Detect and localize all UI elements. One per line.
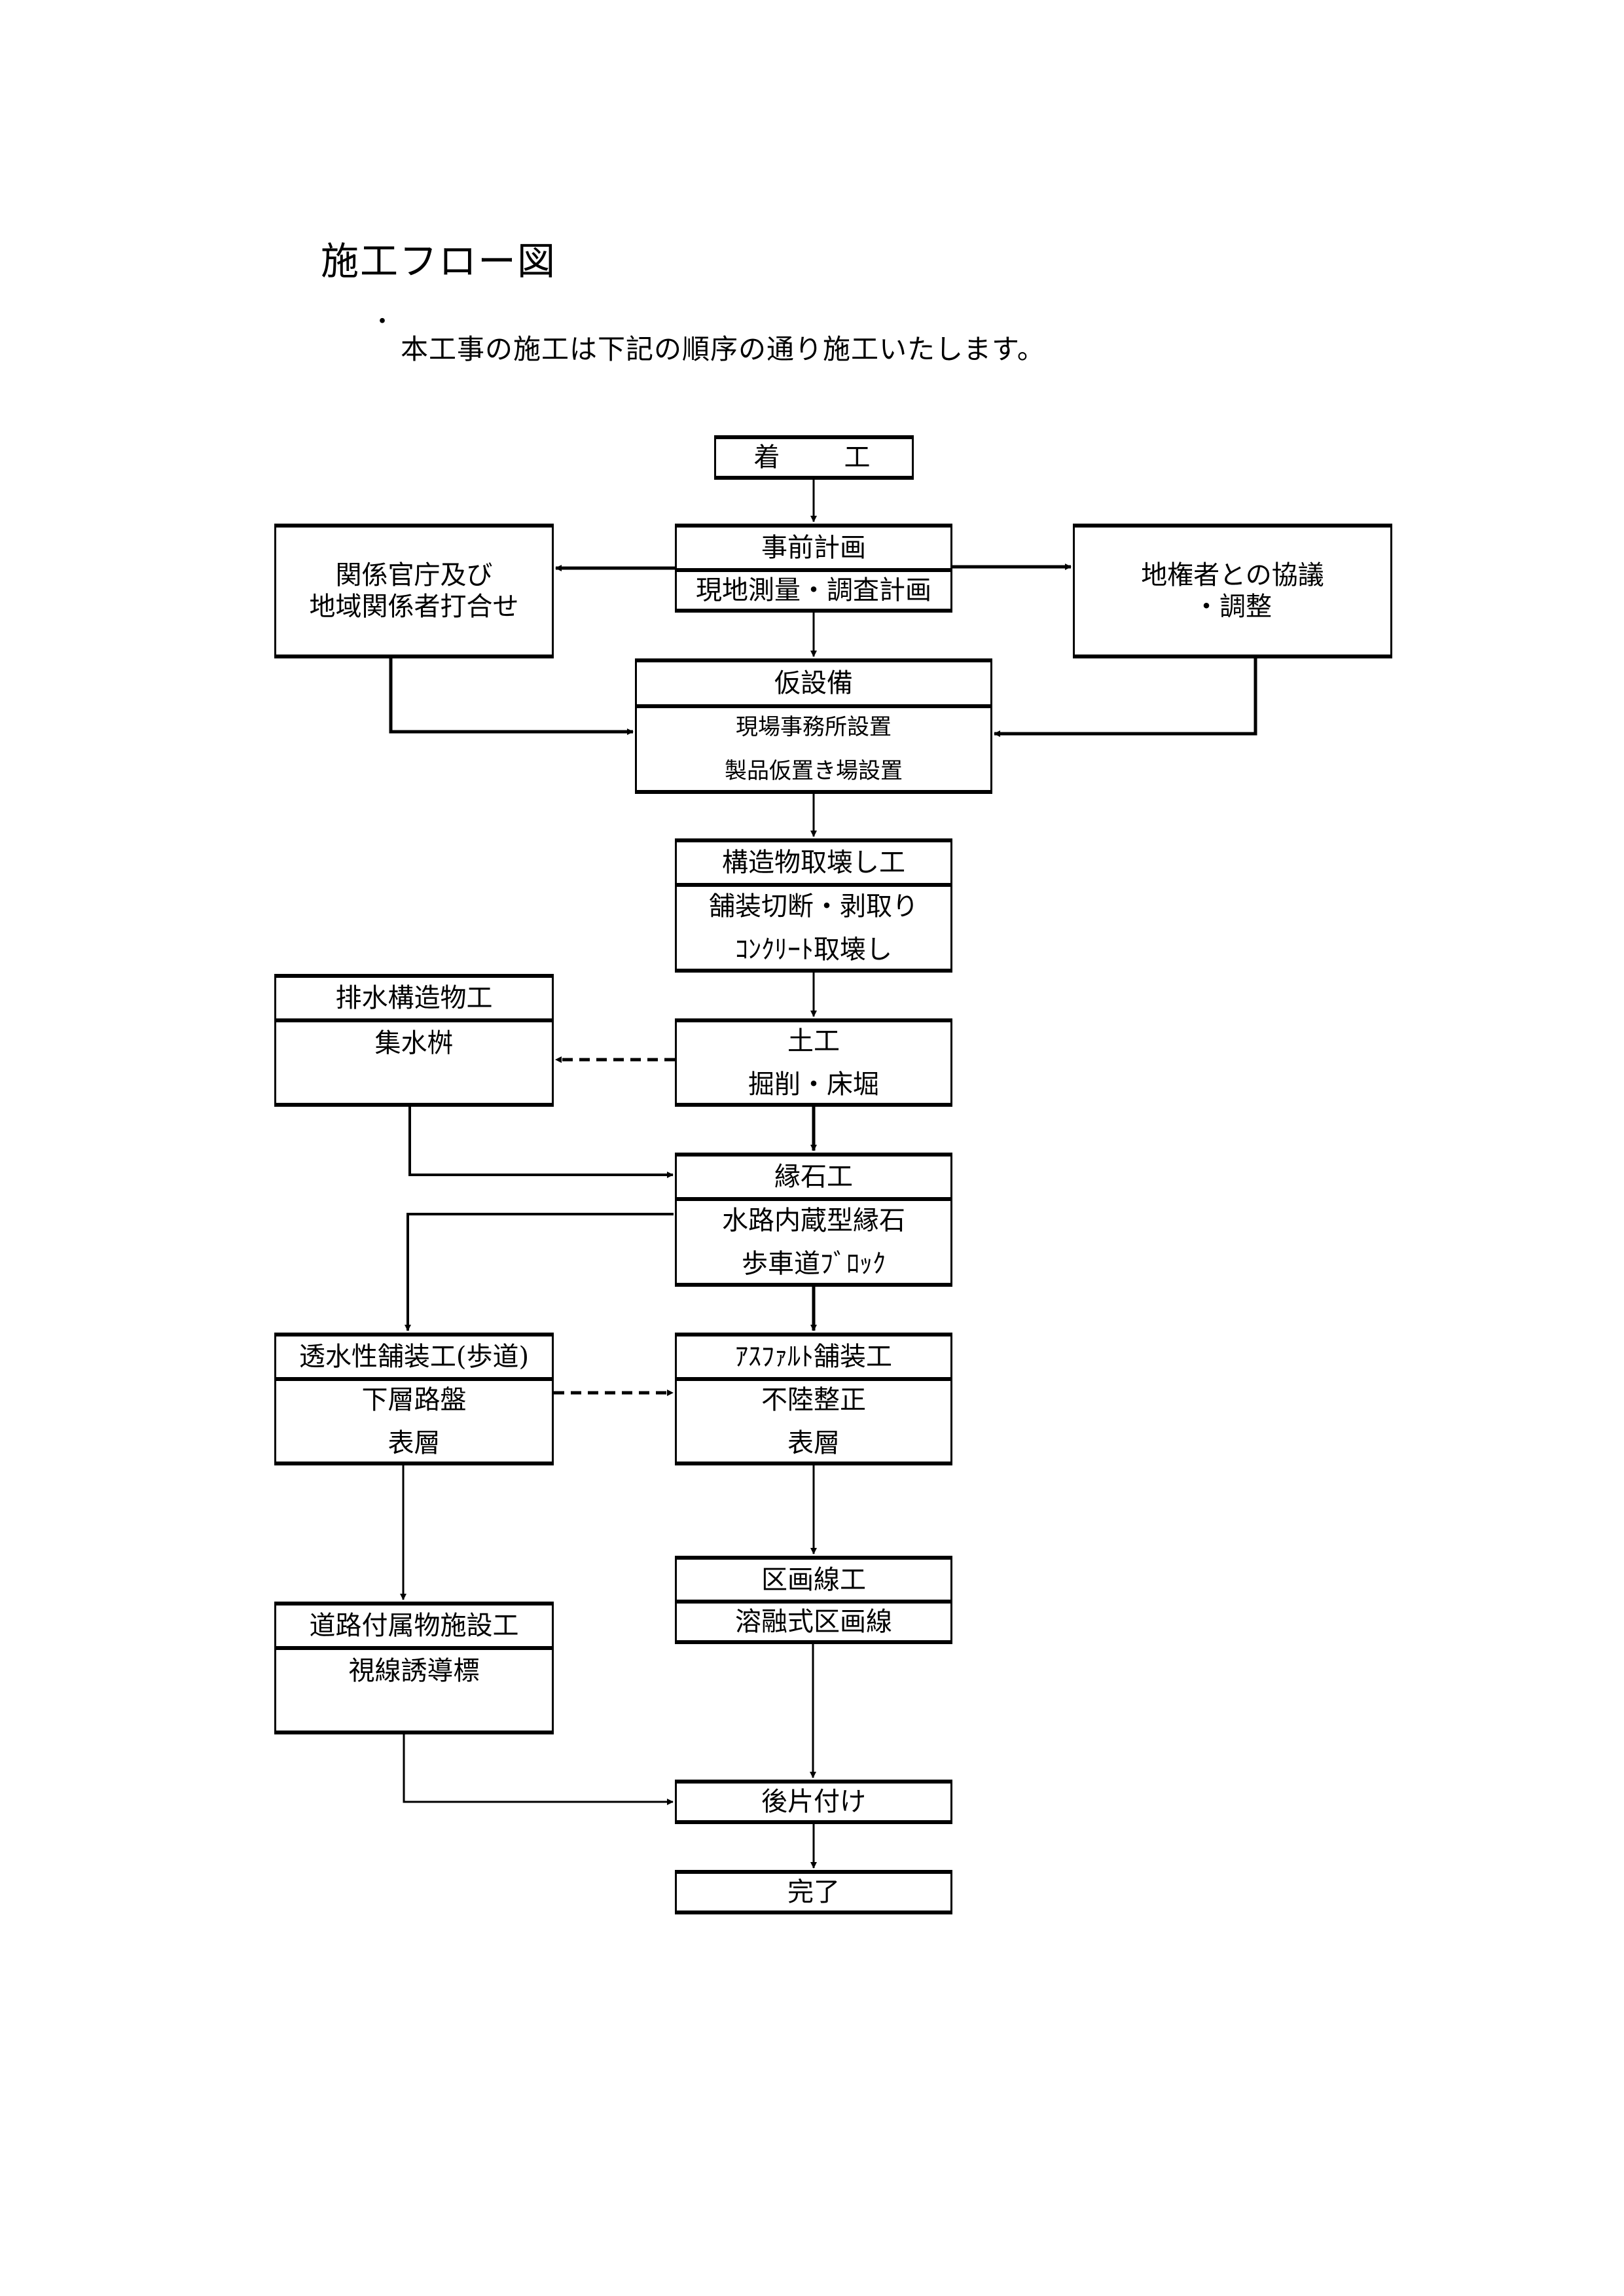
bullet-mark: ・: [370, 308, 395, 335]
drainage-box: 排水構造物工 集水桝: [274, 974, 554, 1107]
asphalt-title: ｱｽﾌｧﾙﾄ舗装工: [735, 1342, 892, 1372]
asphalt-item-1: 不陸整正: [761, 1384, 866, 1415]
page-title: 施工フロー図: [321, 239, 557, 283]
preplan-title: 事前計画: [761, 533, 866, 563]
start-box: 着 工: [714, 435, 914, 480]
intro-text: 本工事の施工は下記の順序の通り施工いたします。: [401, 333, 1045, 365]
roadfacility-box: 道路付属物施設工 視線誘導標: [274, 1602, 554, 1734]
authorities-box: 関係官庁及び 地域関係者打合せ: [274, 524, 554, 658]
permeable-title: 透水性舗装工(歩道): [298, 1342, 530, 1372]
curb-box: 縁石工 水路内蔵型縁石 歩車道ﾌﾞﾛｯｸ: [675, 1153, 952, 1287]
temporary-title: 仮設備: [774, 668, 853, 698]
permeable-item-1: 下層路盤: [361, 1384, 467, 1415]
authorities-line-1: 関係官庁及び: [335, 560, 493, 590]
marking-title: 区画線工: [761, 1564, 866, 1595]
permeable-item-2: 表層: [388, 1427, 441, 1458]
arrow-roadfacility-to-cleanup: [403, 1734, 674, 1805]
permeable-box: 透水性舗装工(歩道) 下層路盤 表層: [274, 1333, 554, 1465]
curb-item-2: 歩車道ﾌﾞﾛｯｸ: [742, 1248, 886, 1279]
finish-box: 完了: [675, 1870, 952, 1914]
cleanup-box: 後片付け: [675, 1780, 952, 1824]
roadfacility-title: 道路付属物施設工: [309, 1611, 519, 1641]
temporary-item-1: 現場事務所設置: [736, 713, 892, 740]
earthwork-box: 土工 掘削・床堀: [675, 1018, 952, 1107]
demolition-title: 構造物取壊し工: [722, 848, 905, 878]
arrow-drainage-to-curb: [408, 1107, 674, 1178]
arrow-curb-to-permeable: [405, 1213, 674, 1331]
landowners-line-1: 地権者との協議: [1141, 560, 1324, 590]
curb-item-1: 水路内蔵型縁石: [722, 1205, 905, 1236]
asphalt-box: ｱｽﾌｧﾙﾄ舗装工 不陸整正 表層: [675, 1333, 952, 1465]
temporary-item-2: 製品仮置き場設置: [725, 757, 903, 784]
demolition-box: 構造物取壊し工 舗装切断・剥取り ｺﾝｸﾘｰﾄ取壊し: [675, 838, 952, 973]
arrow-landowners-to-temporary: [994, 658, 1257, 737]
start-label: 着 工: [753, 442, 875, 473]
demolition-item-2: ｺﾝｸﾘｰﾄ取壊し: [735, 934, 892, 965]
finish-label: 完了: [787, 1877, 840, 1907]
preplan-item: 現地測量・調査計画: [696, 575, 931, 605]
curb-title: 縁石工: [774, 1162, 853, 1192]
drainage-title: 排水構造物工: [335, 983, 493, 1013]
landowners-box: 地権者との協議 ・調整: [1073, 524, 1392, 658]
earthwork-title: 土工: [787, 1026, 840, 1056]
authorities-line-2: 地域関係者打合せ: [309, 592, 519, 622]
drainage-item: 集水桝: [374, 1028, 454, 1058]
preplan-box: 事前計画 現地測量・調査計画: [675, 524, 952, 613]
asphalt-item-2: 表層: [787, 1427, 840, 1458]
cleanup-label: 後片付け: [761, 1787, 866, 1817]
roadfacility-item: 視線誘導標: [348, 1656, 480, 1686]
earthwork-item: 掘削・床堀: [748, 1069, 879, 1100]
demolition-item-1: 舗装切断・剥取り: [709, 891, 918, 922]
marking-box: 区画線工 溶融式区画線: [675, 1556, 952, 1644]
marking-item: 溶融式区画線: [735, 1607, 892, 1637]
landowners-line-2: ・調整: [1193, 592, 1272, 622]
arrow-authorities-to-temporary: [389, 658, 634, 735]
temporary-box: 仮設備 現場事務所設置 製品仮置き場設置: [635, 658, 992, 794]
